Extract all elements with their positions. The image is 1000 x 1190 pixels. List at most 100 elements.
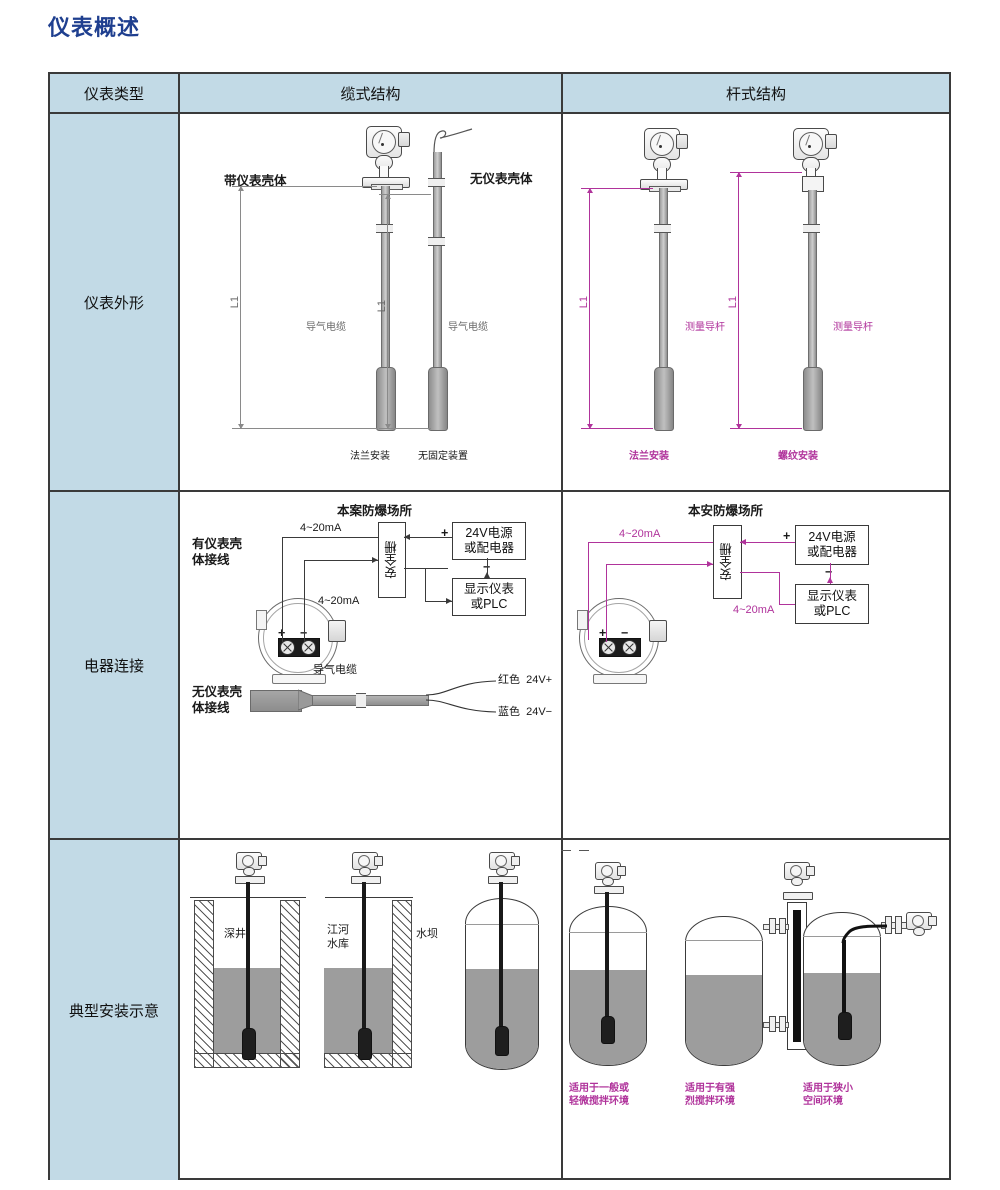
rod-clamp-icon-1 [654,224,671,233]
dimension-arrow-up [237,186,244,191]
cell-appearance-cable: 带仪表壳体 L1 导气电缆 法兰安装 无仪表壳体 [180,114,563,490]
table-row-installation: 典型安装示意 深井 江河 水库 [50,840,949,1180]
dimension-arrow-up-rod2 [735,172,742,177]
cable-clamp-icon [376,224,393,233]
probe-cable-reservoir [362,882,366,1037]
label-air-cable-2: 导气电缆 [448,322,488,333]
cell-electrical-rod: 本安防爆场所 + − 安全栅 24V电源 或配电器 显示仪表 或PLC + − … [563,492,949,838]
row-label-appearance: 仪表外形 [50,114,180,490]
tank-bypass [685,916,763,1066]
dimension-arrow-down-rod1 [586,424,593,429]
wire-top-horizontal-rod [588,542,713,544]
bypass-pipe-top [763,924,789,930]
label-with-housing: 带仪表壳体 [224,174,287,188]
terminal-plus-label-rod: + [599,626,607,640]
cable-leads-icon [426,680,497,713]
transmitter-head-side [904,912,937,938]
wire-top-horizontal [282,537,378,539]
probe-tip-reservoir [358,1028,372,1060]
wire-down-to-display [425,568,427,602]
bypass-flange-bottom-a [769,1016,776,1032]
probe-tip-tank [495,1026,509,1056]
dimension-tick-top-2 [379,194,431,195]
terminal-minus-label: − [300,626,307,642]
tank-narrow-shoulder [803,936,881,937]
measuring-rod-line-2 [808,190,817,371]
safety-barrier-label: 安全栅 [384,541,399,579]
header-cell-rod-structure: 杆式结构 [563,74,949,112]
cable-clamp-icon-2b [428,237,445,246]
well-wall-right [280,900,300,1068]
wire-arrow-barrier-in [404,533,410,540]
dam-wall [392,900,412,1068]
label-explosion-zone-cable: 本案防爆场所 [337,504,413,518]
label-measuring-rod-2: 测量导杆 [833,322,873,333]
current-label-bottom: 4~20mA [318,595,360,607]
wire-supply-to-display-rod [830,563,832,584]
flange-reservoir [351,876,381,884]
probe-tip-well [242,1028,256,1060]
probe-tip-narrow [838,1012,852,1040]
transmitter-head-well [234,852,267,878]
bypass-flange-top-a [769,918,776,934]
dimension-tick-top [232,186,377,187]
wire-minus-vertical [304,560,306,642]
bypass-rod [793,910,801,1042]
dimension-label-l1: L1 [229,296,241,309]
safety-barrier-box-rod: 安全栅 [713,525,742,599]
display-plc-box: 显示仪表 或PLC [452,578,526,616]
side-cable-bend [841,924,888,944]
header-cell-cable-structure: 缆式结构 [180,74,563,112]
free-cable-end-icon [433,128,473,155]
wire-blue-label: 蓝色 24V− [498,706,553,718]
wire-second-horizontal [304,560,378,562]
row-label-installation: 典型安装示意 [50,840,180,1180]
label-no-housing-wiring: 无仪表壳 体接线 [192,685,243,715]
wire-into-display [425,601,452,603]
label-air-cable-1: 导气电缆 [306,322,346,333]
dimension-tick-bottom-rod1 [581,428,653,429]
transmitter-head-icon [362,122,410,178]
dimension-tick-top-rod1 [581,188,653,189]
tank-narrow [803,912,881,1066]
dimension-tick-top-rod2 [730,172,802,173]
supply-minus-sign: − [483,560,490,576]
rod-clamp-icon-2 [803,224,820,233]
transmitter-head-general [593,862,626,888]
side-flange-b [895,916,902,934]
probe-rod-general [605,892,609,1024]
wire-minus-vertical-rod [606,564,608,642]
flange-general [594,886,624,894]
wire-supply-to-barrier-rod [740,542,795,544]
dimension-label-l1-rod1: L1 [578,296,590,309]
wire-second-horizontal-rod [606,564,713,566]
cable-break-symbol [356,693,366,708]
power-supply-box: 24V电源 或配电器 [452,522,526,560]
caption-general-stirring: 适用于一般或 轻微搅拌环境 [569,1083,629,1107]
sensor-probe-icon-rod1 [654,367,674,431]
wire-plus-vertical-rod [588,542,590,640]
caption-narrow-space: 适用于狭小 空间环境 [803,1083,853,1107]
display-plc-box-rod: 显示仪表 或PLC [795,584,869,624]
transmitter-terminal-view-rod [573,592,667,684]
dimension-line [240,186,241,429]
dimension-arrow-down-2 [384,424,391,429]
flange-bypass [783,892,813,900]
probe-cable-well [246,882,250,1037]
transmitter-head-tank [487,852,520,878]
current-label-bottom-rod: 4~20mA [733,604,775,616]
label-deep-well: 深井 [224,928,246,940]
dimension-line-rod1 [589,188,590,429]
wire-arrow-display-in [446,597,452,604]
dimension-arrow-down-rod2 [735,424,742,429]
dimension-tick-bottom-2 [379,428,431,429]
wire-arrow-to-barrier [372,556,378,563]
label-measuring-rod-1: 测量导杆 [685,322,725,333]
transmitter-head-icon-rod2 [789,124,837,180]
bypass-flange-top-b [779,918,786,934]
cell-installation-cable: 深井 江河 水库 水坝 [180,840,563,1180]
air-cable-line [381,186,390,371]
transmitter-head-reservoir [350,852,383,878]
cable-sheath [312,695,429,706]
dimension-line-2 [387,194,388,429]
